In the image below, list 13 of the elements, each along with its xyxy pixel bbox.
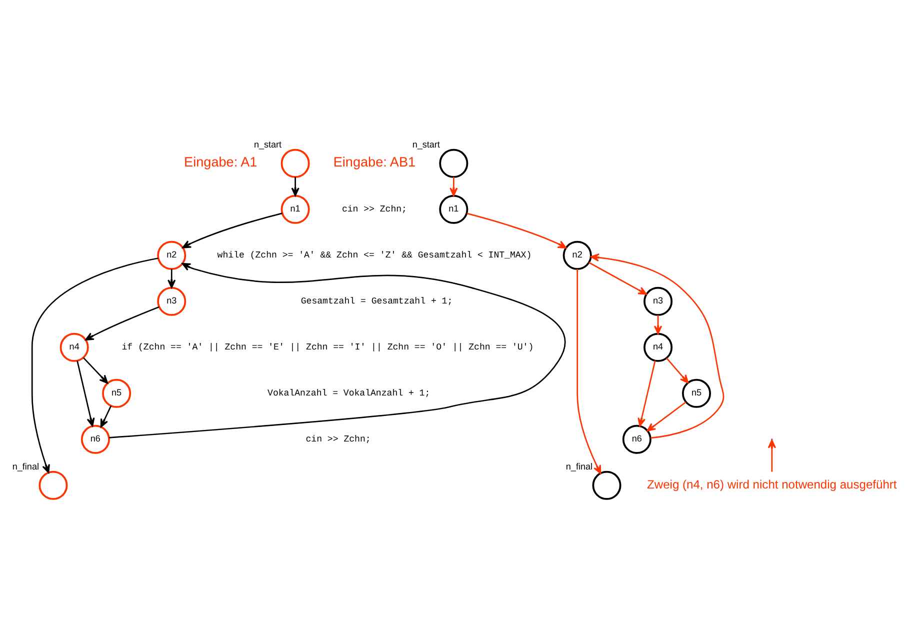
label: while (Zchn >= 'A' && Zchn <= 'Z' && Gesamtzahl < INT_MAX) — [217, 249, 532, 260]
label: if (Zchn == 'A' || Zchn == 'E' || Zchn == 'I' || Zchn == 'O' || Zchn == 'U') — [122, 341, 534, 352]
label: cin >> Zchn; — [306, 433, 371, 444]
node-label: n_final — [12, 460, 40, 471]
node-label: n_start — [254, 138, 282, 149]
label: Eingabe: A1 — [184, 154, 258, 170]
node-label: n_start — [412, 138, 440, 149]
node-label: n_final — [566, 460, 593, 471]
node-text: Zweig (n4, n6) wird nicht notwendig ausgeführt — [647, 476, 897, 491]
label: VokalAnzahl = VokalAnzahl + 1; — [268, 387, 430, 398]
label: cin >> Zchn; — [342, 203, 408, 214]
label: Gesamtzahl = Gesamtzahl + 1; — [300, 295, 453, 306]
label: Eingabe: AB1 — [333, 154, 416, 170]
